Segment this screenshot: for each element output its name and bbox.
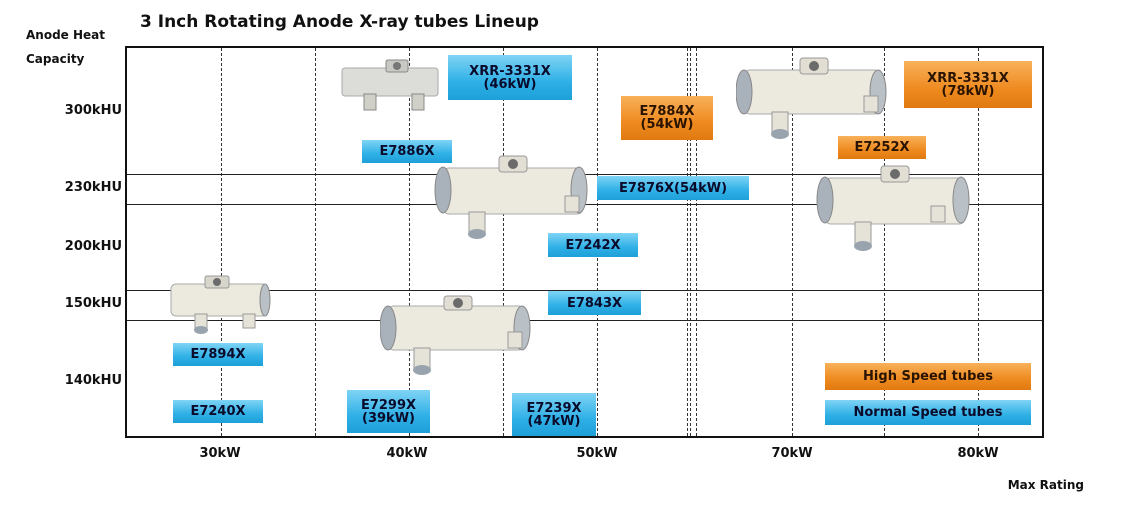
xray-tube-image (341, 59, 439, 111)
gridline-v (221, 48, 222, 436)
label-line: E7894X (190, 347, 246, 362)
label-line: (54kW) (640, 117, 694, 132)
gridline-v (978, 48, 979, 436)
gridline-v (792, 48, 793, 436)
x-tick-50kw: 50kW (576, 446, 618, 461)
x-tick-40kw: 40kW (386, 446, 428, 461)
label-e7886x: E7886X (362, 140, 452, 163)
label-line: E7239X (526, 400, 582, 416)
label-line: E7886X (379, 144, 435, 159)
label-line: (46kW) (483, 76, 537, 92)
xray-tube-image (816, 165, 970, 251)
legend-label: Normal Speed tubes (853, 405, 1003, 420)
x-tick-30kw: 30kW (199, 446, 241, 461)
label-line: E7884X (639, 104, 695, 119)
xray-tube-image (434, 155, 588, 239)
legend-label: High Speed tubes (863, 369, 993, 384)
gridline-v (315, 48, 316, 436)
x-tick-70kw: 70kW (771, 446, 813, 461)
y-tick-150khu: 150kHU (64, 296, 122, 311)
y-axis-label-line2: Capacity (26, 52, 85, 66)
label-line: E7876X(54kW) (618, 180, 728, 196)
label-line: E7240X (190, 404, 246, 419)
gridline-v (409, 48, 410, 436)
xray-tube-image (736, 57, 887, 139)
gridline-v (687, 48, 688, 436)
label-line: E7242X (565, 237, 621, 253)
gridline-h (127, 320, 1042, 321)
legend-normal-speed: Normal Speed tubes (825, 400, 1031, 425)
label-line: XRR-3331X (927, 70, 1009, 86)
label-xrr-3331x-78kw: XRR-3331X (78kW) (904, 61, 1032, 108)
label-line: (39kW) (362, 410, 415, 426)
x-axis-label: Max Rating (1007, 478, 1084, 492)
label-e7242x: E7242X (548, 233, 638, 257)
label-e7299x-39kw: E7299X (39kW) (347, 390, 430, 433)
label-line: (47kW) (527, 413, 581, 429)
gridline-h (127, 290, 1042, 291)
x-tick-80kw: 80kW (957, 446, 999, 461)
y-tick-230khu: 230kHU (64, 180, 122, 195)
legend-high-speed: High Speed tubes (825, 363, 1031, 390)
label-e7876x-54kw: E7876X(54kW) (597, 176, 749, 200)
gridline-v (690, 48, 691, 436)
gridline-v (696, 48, 697, 436)
gridline-v (503, 48, 504, 436)
label-line: (78kW) (941, 83, 995, 99)
gridline-v (884, 48, 885, 436)
label-line: E7843X (566, 295, 623, 311)
label-xrr-3331x-46kw: XRR-3331X (46kW) (448, 55, 572, 100)
label-line: E7299X (360, 397, 417, 413)
label-e7240x: E7240X (173, 400, 263, 423)
xray-tube-image (170, 275, 271, 334)
xray-tube-image (380, 295, 531, 375)
label-e7252x: E7252X (838, 136, 926, 159)
y-axis-label-line1: Anode Heat (26, 28, 105, 42)
label-line: XRR-3331X (469, 63, 551, 79)
y-tick-140khu: 140kHU (64, 373, 122, 388)
label-e7894x: E7894X (173, 343, 263, 366)
label-e7884x-54kw: E7884X (54kW) (621, 96, 713, 140)
y-tick-300khu: 300kHU (64, 103, 122, 118)
label-e7239x-47kw: E7239X (47kW) (512, 393, 596, 436)
y-tick-200khu: 200kHU (64, 239, 122, 254)
label-line: E7252X (854, 140, 910, 155)
page-title: 3 Inch Rotating Anode X-ray tubes Lineup (140, 12, 539, 32)
label-e7843x: E7843X (548, 291, 641, 315)
